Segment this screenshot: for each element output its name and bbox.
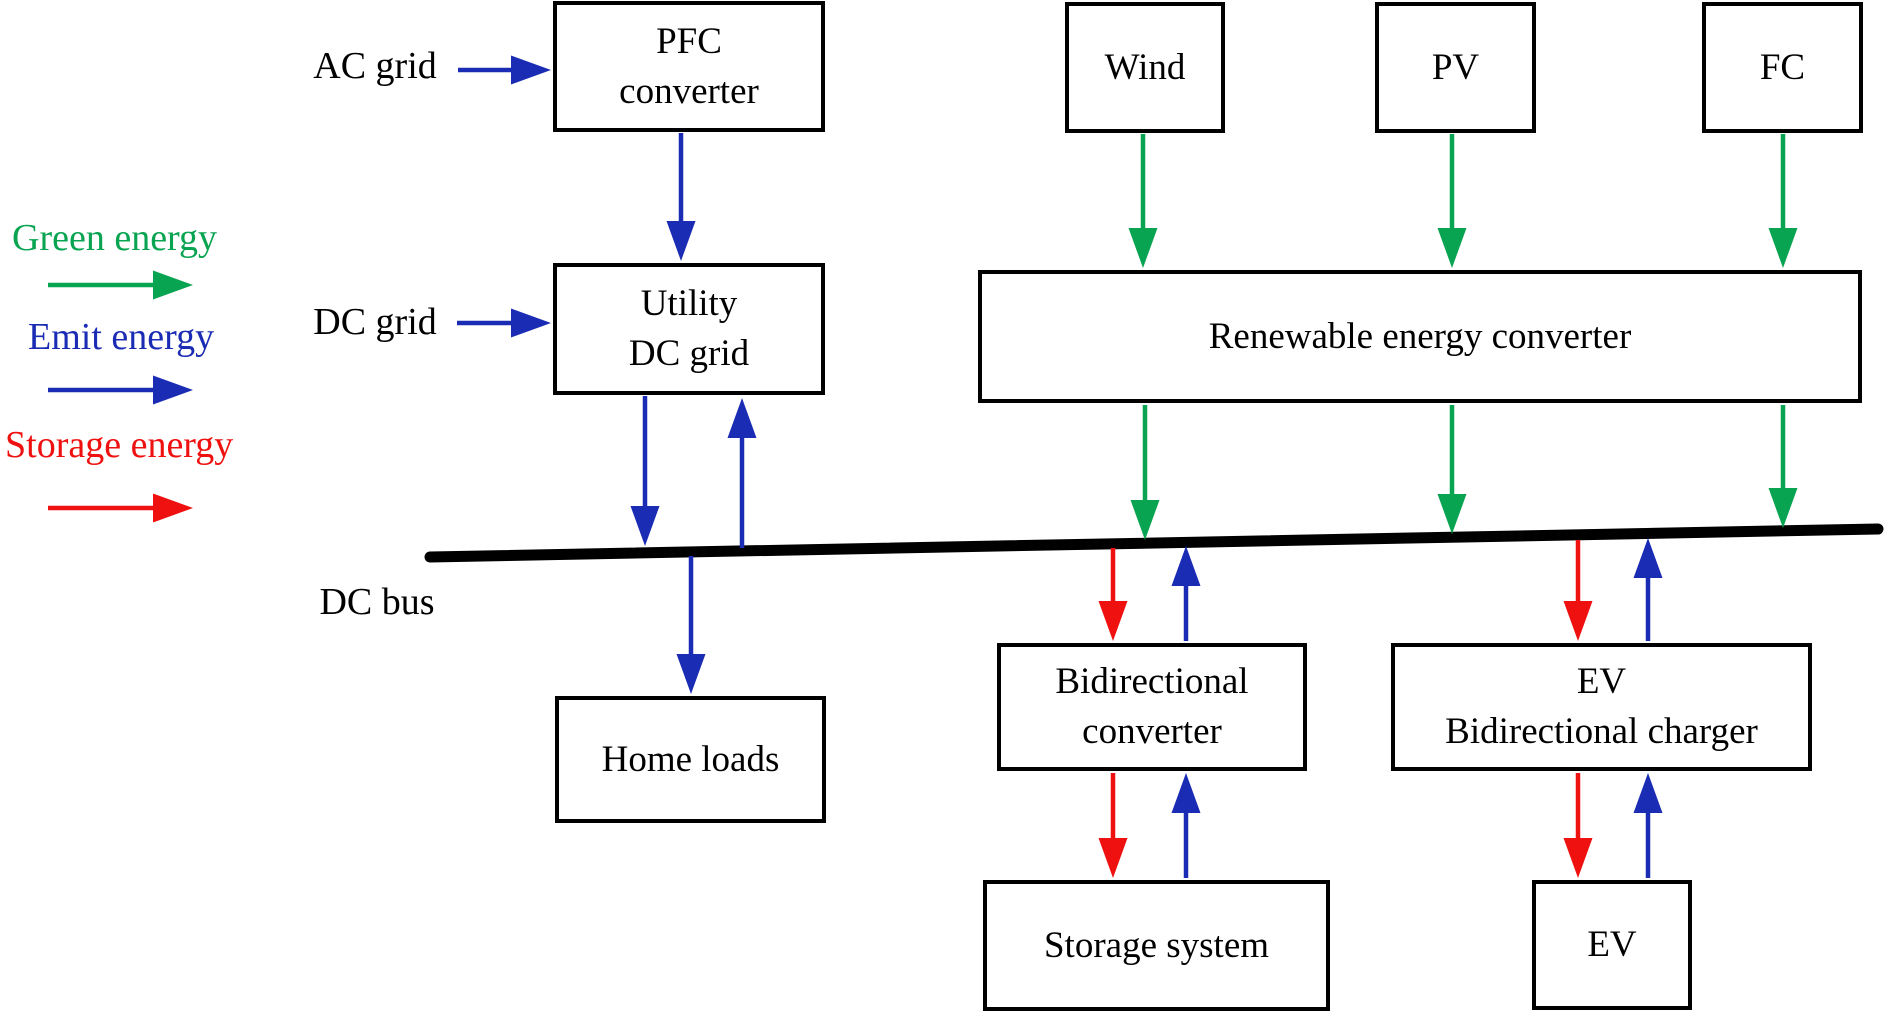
node-renewable-label: Renewable energy converter [1208,315,1632,357]
node-pfc-converter: PFC converter [553,1,825,132]
node-wind: Wind [1065,2,1225,133]
node-home-loads: Home loads [555,696,826,823]
node-renewable-energy-converter: Renewable energy converter [978,270,1862,403]
node-storage-system: Storage system [983,880,1330,1011]
node-ev: EV [1532,880,1692,1010]
ev-to-ev-charger-arrow [1633,773,1663,878]
node-utility-dc-grid: Utility DC grid [553,263,825,395]
node-storage-label: Storage system [1043,924,1270,966]
node-wind-label: Wind [1104,46,1186,88]
node-utility-label-line1: Utility [640,283,738,324]
node-bidirectional-converter: Bidirectional converter [997,643,1307,771]
node-home-loads-label: Home loads [601,738,780,780]
pv-to-renewable-arrow [1437,134,1467,268]
bus-to-bidir-converter-arrow [1098,548,1128,641]
bus-to-utility-arrow [727,398,757,548]
legend-green-energy-label: Green energy [12,217,218,259]
legend-storage-energy-label: Storage energy [5,424,234,466]
node-utility-label-line2: DC grid [628,333,750,374]
node-pfc-converter-label-line1: PFC [656,20,722,62]
pfc-to-utility-arrow [666,133,696,261]
storage-to-bidir-converter-arrow [1171,773,1201,878]
bidir-converter-to-bus-arrow [1171,546,1201,641]
node-evcharger-label-line2: Bidirectional charger [1445,711,1758,752]
ev-charger-to-ev-arrow [1563,773,1593,878]
dc-bus-label: DC bus [319,581,435,623]
dc-bus-line [424,523,1884,563]
node-bidir-label-line1: Bidirectional [1055,661,1249,702]
legend-emit-energy-label: Emit energy [28,316,215,358]
legend-storage-energy-arrow [48,493,193,523]
dc-grid-label: DC grid [313,301,437,343]
node-ev-bidirectional-charger: EV Bidirectional charger [1391,643,1812,771]
utility-to-bus-arrow [630,396,660,546]
bidir-converter-to-storage-arrow [1098,773,1128,878]
node-evcharger-label-line1: EV [1576,661,1627,702]
bus-to-ev-charger-arrow [1563,540,1593,641]
dc-grid-to-utility-arrow [457,308,551,338]
legend-emit-energy-arrow [48,375,193,405]
node-ev-label: EV [1587,924,1637,965]
wind-to-renewable-arrow [1128,134,1158,268]
node-bidir-label-line2: converter [1082,711,1222,752]
node-fc: FC [1702,2,1863,133]
node-pfc-converter-label-line2: converter [619,70,759,112]
bus-to-home-loads-arrow [676,556,706,694]
ac-grid-label: AC grid [313,45,437,87]
legend-green-energy-arrow [48,270,193,300]
node-pv: PV [1375,2,1536,133]
fc-to-renewable-arrow [1768,134,1798,268]
renewable-to-bus-arrow-right [1768,405,1798,528]
ev-charger-to-bus-arrow [1633,538,1663,641]
node-pv-label: PV [1431,46,1480,88]
renewable-to-bus-arrow-middle [1437,405,1467,534]
node-fc-label: FC [1759,46,1806,88]
renewable-to-bus-arrow-left [1130,405,1160,540]
ac-grid-to-pfc-arrow [458,55,551,85]
